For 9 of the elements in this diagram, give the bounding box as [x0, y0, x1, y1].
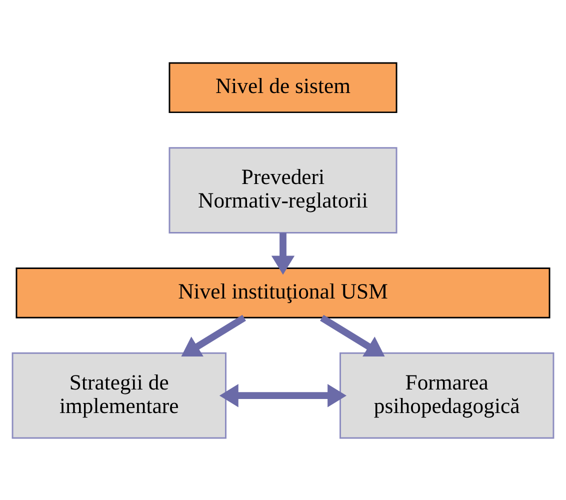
node-box: Strategii de implementare — [12, 352, 226, 438]
arrow — [271, 232, 295, 274]
node-box: Prevederi Normativ-reglatorii — [168, 146, 398, 233]
arrow — [320, 314, 385, 356]
node-box: Nivel instituţional USM — [16, 267, 550, 318]
node-box: Nivel de sistem — [168, 62, 398, 113]
arrow — [219, 384, 346, 407]
arrow — [181, 314, 246, 356]
node-box: Formarea psihopedagogică — [340, 352, 554, 438]
